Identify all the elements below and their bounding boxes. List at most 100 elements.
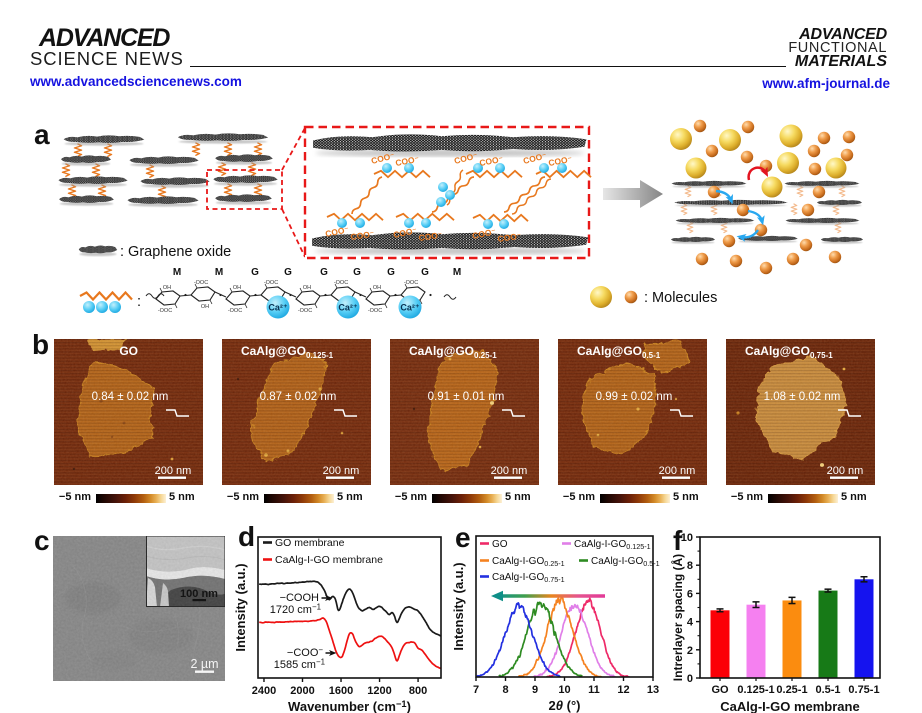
- x-tick-label: 9: [532, 684, 538, 696]
- sample-label: GO: [119, 344, 138, 358]
- svg-text:G: G: [387, 267, 395, 278]
- colorbar-caalg-025: −5 nm 5 nm: [390, 491, 539, 505]
- legend-label: CaAlg-I-GO0.25-1: [492, 556, 565, 568]
- x-tick-label: 11: [588, 684, 600, 696]
- series-GO: [545, 597, 631, 677]
- panel-label-b: b: [32, 329, 50, 360]
- legend-alginate: :: [79, 290, 141, 313]
- svg-text:G: G: [320, 267, 328, 278]
- svg-text:COO⁻: COO⁻: [392, 225, 417, 240]
- large-molecules: [670, 124, 847, 198]
- permeation-arrow-2: [747, 209, 765, 226]
- left-journal-url[interactable]: www.advancedsciencenews.com: [30, 74, 242, 89]
- svg-text:COO⁻: COO⁻: [548, 154, 573, 168]
- x-tick-label: 1600: [329, 685, 353, 697]
- sample-label-sub: 0.75-1: [810, 351, 833, 360]
- sample-label: CaAlg@GO: [409, 344, 474, 358]
- sem-scalebar: [195, 670, 214, 673]
- logo-line-functional: FUNCTIONAL: [788, 39, 887, 56]
- height-step-icon: [166, 409, 189, 417]
- height-step-icon: [334, 409, 357, 417]
- sem-scalebar-label: 2 µm: [190, 657, 218, 671]
- x-tick-label: 1200: [367, 685, 391, 697]
- x-tick-label: 7: [473, 684, 479, 696]
- thickness-value: 0.84 ± 0.02 nm: [92, 391, 169, 403]
- logo-line-materials: MATERIALS: [794, 53, 887, 70]
- logo-line-advanced-right: ADVANCED: [799, 26, 887, 43]
- panel-label-c: c: [34, 525, 50, 556]
- height-step-icon: [838, 409, 861, 417]
- svg-text:OH: OH: [303, 285, 311, 291]
- svg-text:Ca²⁺: Ca²⁺: [268, 303, 288, 313]
- bar-0.75-1: [854, 579, 874, 678]
- colorbar-min: −5 nm: [394, 491, 427, 503]
- colorbar-gradient: [96, 493, 166, 503]
- x-tick-label: 13: [647, 684, 659, 696]
- sem-inset-cross-section: 100 nm: [145, 536, 225, 607]
- scalebar-label: 200 nm: [323, 465, 360, 477]
- scalebar-label: 200 nm: [827, 465, 864, 477]
- svg-text:G: G: [284, 267, 292, 278]
- series-GO membrane: [258, 580, 441, 637]
- scalebar-label: 200 nm: [491, 465, 528, 477]
- svg-text:Ca²⁺: Ca²⁺: [338, 303, 358, 313]
- colorbar-max: 5 nm: [505, 491, 531, 503]
- right-journal-url[interactable]: www.afm-journal.de: [762, 76, 890, 91]
- svg-text:CaAlg-I-GO membrane: CaAlg-I-GO membrane: [720, 699, 859, 713]
- panel-label-e: e: [455, 522, 471, 553]
- x-tick-label: 2400: [252, 685, 276, 697]
- svg-text:-OOC: -OOC: [194, 280, 208, 286]
- advanced-functional-materials-logo: ADVANCED FUNCTIONAL MATERIALS: [788, 26, 887, 70]
- permeation-arrow-3: [736, 229, 759, 242]
- small-molecules: [693, 119, 856, 275]
- svg-text:-OOC: -OOC: [334, 280, 348, 286]
- svg-text:-OOC: -OOC: [298, 308, 312, 314]
- thickness-value: 1.08 ± 0.02 nm: [764, 391, 841, 403]
- thickness-value: 0.91 ± 0.01 nm: [428, 391, 505, 403]
- transition-arrow: [603, 180, 663, 208]
- y-tick-label: 2: [687, 645, 693, 657]
- sem-image: 100 nm 2 µm: [53, 536, 225, 681]
- permeation-arrow-1: [715, 189, 733, 205]
- legend-label: CaAlg-I-GO0.5-1: [591, 556, 660, 568]
- svg-text:OH: OH: [233, 285, 241, 291]
- category-label: GO: [711, 684, 729, 696]
- panel-label-a: a: [34, 119, 50, 150]
- sample-label-sub: 0.25-1: [474, 351, 497, 360]
- colorbar-gradient: [768, 493, 838, 503]
- colorbar-max: 5 nm: [841, 491, 867, 503]
- colorbar-gradient: [264, 493, 334, 503]
- afm-image-caalg-025: CaAlg@GO 0.25-1 0.91 ± 0.01 nm 200 nm: [390, 339, 539, 485]
- colorbar-min: −5 nm: [562, 491, 595, 503]
- panel-label-d: d: [238, 521, 256, 552]
- svg-text:1585 cm−1: 1585 cm−1: [274, 657, 326, 671]
- scalebar: [326, 476, 354, 479]
- sample-label: CaAlg@GO: [745, 344, 810, 358]
- thickness-value: 0.99 ± 0.02 nm: [596, 391, 673, 403]
- scalebar: [158, 476, 186, 479]
- svg-text:2θ (°): 2θ (°): [549, 698, 581, 713]
- height-step-icon: [670, 409, 693, 417]
- svg-text:COO⁻: COO⁻: [395, 154, 420, 168]
- legend-label: GO membrane: [275, 537, 345, 549]
- sample-label: CaAlg@GO: [241, 344, 306, 358]
- category-label: 0.75-1: [848, 684, 879, 696]
- svg-text:OH: OH: [373, 285, 381, 291]
- svg-text:COO⁻: COO⁻: [479, 154, 504, 168]
- y-tick-label: 4: [687, 617, 694, 629]
- inset-scalebar: [192, 599, 206, 602]
- afm-image-caalg-075: CaAlg@GO 0.75-1 1.08 ± 0.02 nm 200 nm: [726, 339, 875, 485]
- legend-label: CaAlg-I-GO0.125-1: [574, 539, 651, 551]
- bar-0.25-1: [782, 600, 802, 678]
- svg-text:OH: OH: [201, 304, 209, 310]
- calcium-ions: Ca²⁺Ca²⁺Ca²⁺: [266, 295, 422, 319]
- advanced-science-news-logo: ADVANCED SCIENCE NEWS: [30, 26, 184, 68]
- svg-text:−COO−: −COO−: [287, 645, 323, 659]
